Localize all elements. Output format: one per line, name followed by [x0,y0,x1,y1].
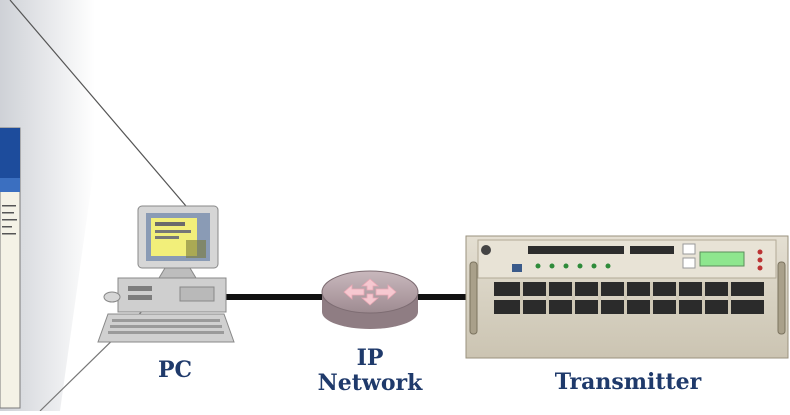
transmitter-label: Transmitter [554,369,702,395]
router-icon [321,270,419,329]
screenshot-fragment [0,127,21,409]
pc-label: PC [157,357,193,383]
rack-transmitter-icon [465,235,789,359]
network-label-line1: IP [356,345,384,371]
network-label: IP Network [300,345,440,397]
network-label-line2: Network [317,370,423,397]
pc-icon [97,205,235,343]
